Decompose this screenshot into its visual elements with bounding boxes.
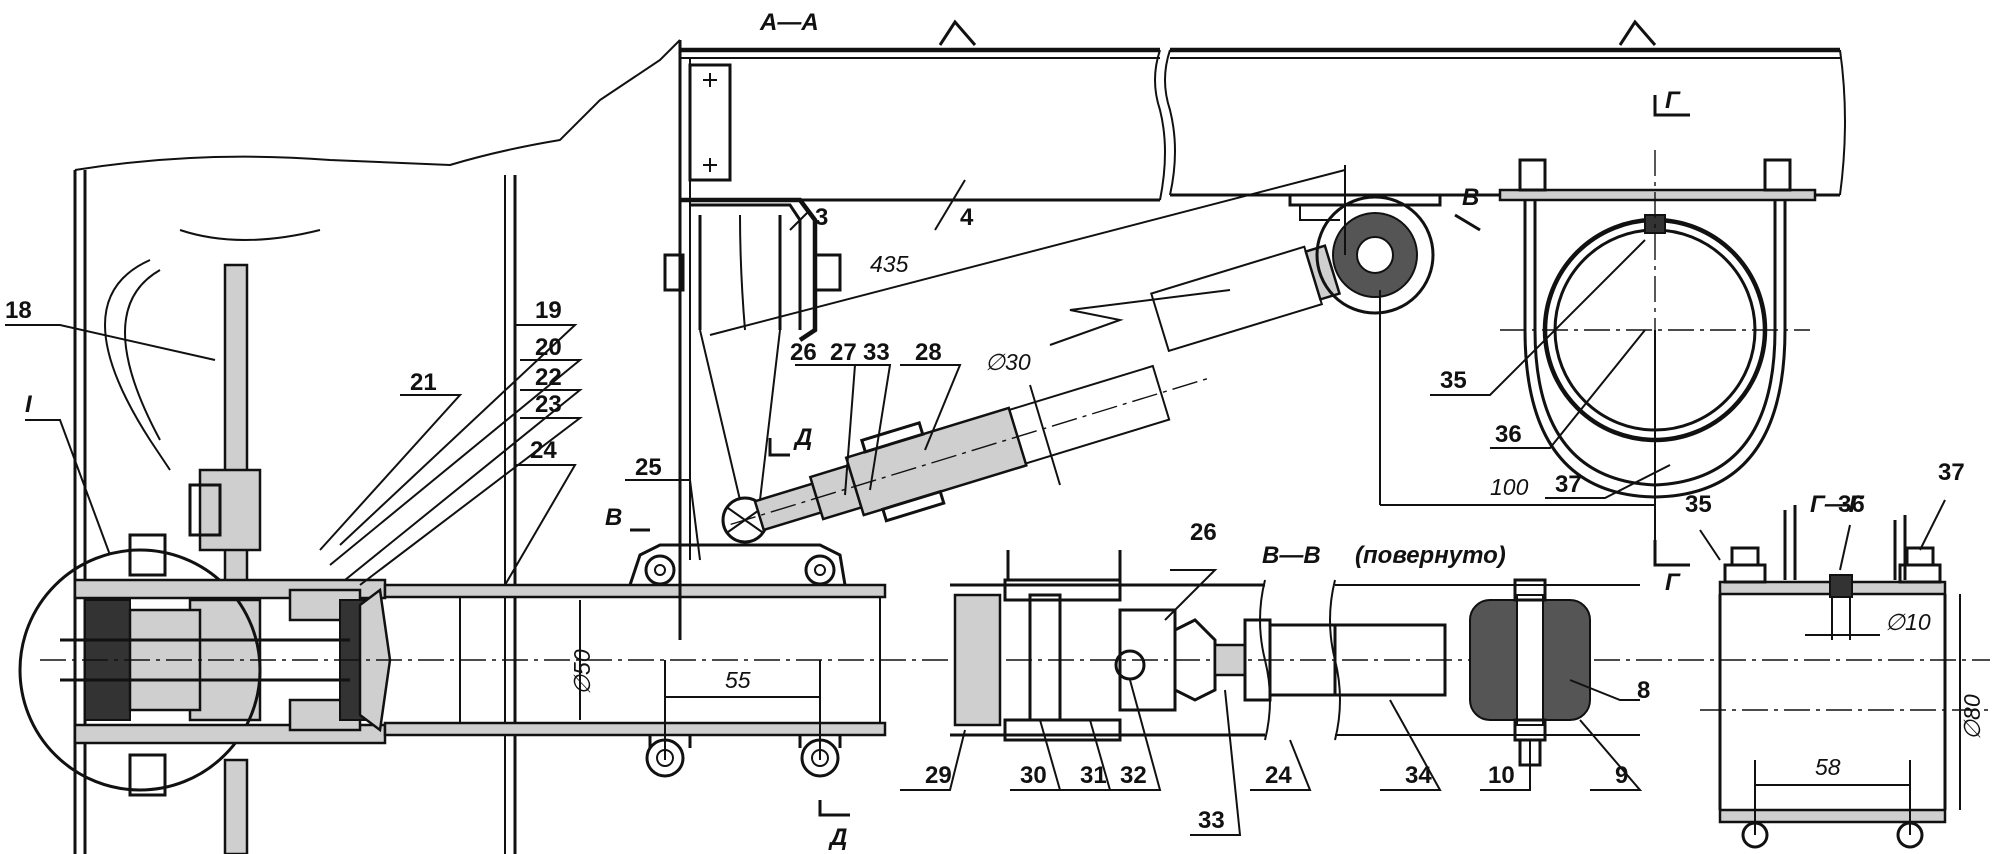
callout-10: 10 (1488, 762, 1515, 789)
frame-section-aa (663, 19, 1846, 640)
axle-tube (40, 543, 1990, 778)
callout-21: 21 (410, 369, 437, 396)
callout-26-bottom: 26 (1190, 519, 1217, 546)
callout-36-top: 36 (1495, 421, 1522, 448)
section-g-marker-top: Г (1665, 87, 1681, 114)
dim-100: 100 (1490, 474, 1529, 500)
labels: А—А Г Г Г—Г В—В (повернуто) В В Д Д I 43… (5, 9, 1985, 851)
detail-i-label: I (25, 391, 33, 418)
wheel-hub-assembly (18, 39, 681, 854)
dim-55: 55 (725, 667, 751, 693)
dim-435: 435 (870, 251, 909, 277)
callout-24-top: 24 (530, 437, 557, 464)
shock-absorber (721, 193, 1442, 544)
callout-35-top: 35 (1440, 367, 1467, 394)
section-markers (630, 95, 1690, 817)
leader-lines (5, 179, 1946, 836)
callout-3: 3 (815, 204, 828, 231)
dim-58: 58 (1815, 754, 1841, 780)
section-vv-title: В—В (1262, 542, 1321, 569)
dim-d50: ∅50 (569, 649, 595, 695)
section-aa-title: А—А (759, 9, 819, 36)
callout-34: 34 (1405, 762, 1432, 789)
callout-31: 31 (1080, 762, 1107, 789)
callout-25: 25 (635, 454, 662, 481)
callout-33-bottom: 33 (1198, 807, 1225, 834)
callout-37-top: 37 (1555, 471, 1582, 498)
callout-26-top: 26 (790, 339, 817, 366)
callout-30: 30 (1020, 762, 1047, 789)
section-v-marker-left: В (605, 504, 622, 531)
callout-33-top: 33 (863, 339, 890, 366)
section-d-marker-top: Д (793, 424, 812, 451)
callout-4: 4 (960, 204, 974, 231)
callout-18: 18 (5, 297, 32, 324)
section-g-marker-bottom: Г (1665, 569, 1681, 596)
dim-d30: ∅30 (985, 349, 1031, 375)
section-vv (950, 550, 1640, 767)
callout-27: 27 (830, 339, 857, 366)
callout-32: 32 (1120, 762, 1147, 789)
callout-37-right: 37 (1938, 459, 1965, 486)
callout-23: 23 (535, 391, 562, 418)
clamp-assembly (1498, 150, 1817, 540)
callout-36-right: 36 (1838, 491, 1865, 518)
dim-d80: ∅80 (1959, 694, 1985, 740)
callout-24-bottom: 24 (1265, 762, 1292, 789)
callout-19: 19 (535, 297, 562, 324)
section-d-marker-bottom: Д (828, 824, 847, 851)
section-v-marker-top: В (1462, 184, 1479, 211)
section-gg (1700, 505, 1990, 849)
callout-29: 29 (925, 762, 952, 789)
dim-d10: ∅10 (1885, 609, 1931, 635)
callout-8: 8 (1637, 677, 1650, 704)
section-gg-title: Г—Г (1810, 491, 1865, 518)
callout-22: 22 (535, 364, 562, 391)
callout-35-right: 35 (1685, 491, 1712, 518)
callout-20: 20 (535, 334, 562, 361)
callout-9: 9 (1615, 762, 1628, 789)
section-vv-note: (повернуто) (1355, 542, 1506, 569)
callout-28: 28 (915, 339, 942, 366)
dimension-lines (579, 165, 1961, 835)
